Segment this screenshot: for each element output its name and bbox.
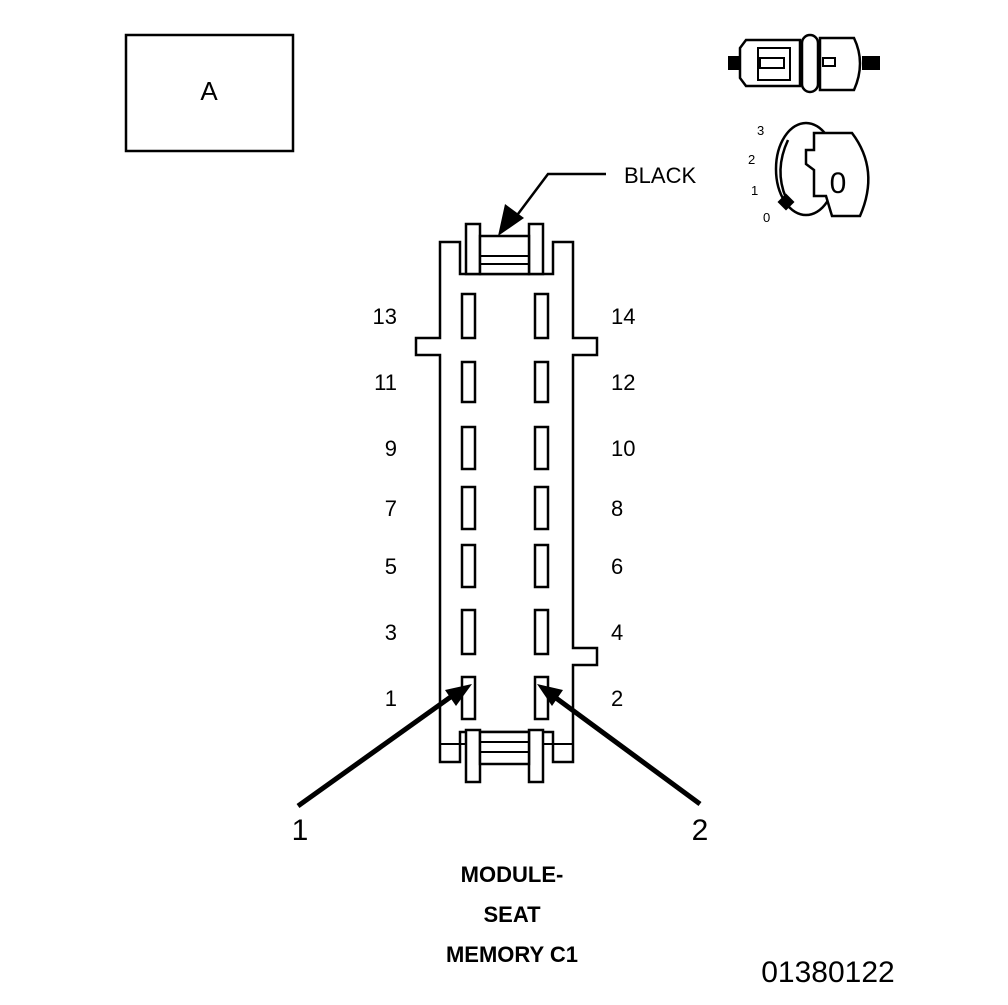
key-position-2: 2 <box>748 152 755 167</box>
pin-cavity-11 <box>460 360 477 404</box>
figure-id: 01380122 <box>761 956 894 989</box>
pin-label-9: 9 <box>385 436 397 461</box>
pin-cavities <box>460 292 550 721</box>
key-position-1: 1 <box>751 183 758 198</box>
pin-label-1: 1 <box>385 686 397 711</box>
pin-cavity-2 <box>533 675 550 721</box>
pin-cavity-13 <box>460 292 477 340</box>
callout-arrow-1 <box>296 684 472 809</box>
pin-label-7: 7 <box>385 496 397 521</box>
callout-1: 1 <box>292 814 309 847</box>
callout-arrow-2 <box>537 684 702 807</box>
pin-cavity-3 <box>460 608 477 656</box>
pin-cavity-1 <box>460 675 477 721</box>
pin-label-11: 11 <box>374 370 397 395</box>
connector-title-line-3: MEMORY C1 <box>446 942 578 967</box>
pin-cavity-4 <box>533 608 550 656</box>
view-label-box: A <box>124 33 295 153</box>
pin-cavity-7 <box>460 485 477 531</box>
color-leader-line <box>511 172 606 223</box>
connector-body <box>414 222 599 784</box>
pin-cavity-5 <box>460 543 477 589</box>
ignition-key-icon: 3 2 1 0 0 <box>748 121 870 225</box>
pin-cavity-9 <box>460 425 477 471</box>
pin-label-4: 4 <box>611 620 623 645</box>
bottom-latch <box>440 728 573 784</box>
pin-label-3: 3 <box>385 620 397 645</box>
pin-label-14: 14 <box>611 304 635 329</box>
callout-2: 2 <box>692 814 709 847</box>
connector-title-line-1: MODULE- <box>461 862 564 887</box>
pin-label-2: 2 <box>611 686 623 711</box>
color-arrowhead <box>498 204 524 236</box>
pin-cavity-8 <box>533 485 550 531</box>
pin-label-10: 10 <box>611 436 635 461</box>
color-label: BLACK <box>624 163 696 188</box>
pin-label-13: 13 <box>373 304 397 329</box>
pin-cavity-10 <box>533 425 550 471</box>
inline-connector-icon <box>728 33 880 94</box>
pin-cavity-14 <box>533 292 550 340</box>
pin-label-12: 12 <box>611 370 635 395</box>
key-position-3: 3 <box>757 123 764 138</box>
pin-label-8: 8 <box>611 496 623 521</box>
key-current-position: 0 <box>830 167 847 200</box>
pin-cavity-12 <box>533 360 550 404</box>
view-label: A <box>200 76 218 106</box>
connector-title-line-2: SEAT <box>483 902 541 927</box>
top-latch <box>464 222 545 276</box>
key-position-0: 0 <box>763 210 770 225</box>
pin-label-6: 6 <box>611 554 623 579</box>
pin-label-5: 5 <box>385 554 397 579</box>
pin-cavity-6 <box>533 543 550 589</box>
